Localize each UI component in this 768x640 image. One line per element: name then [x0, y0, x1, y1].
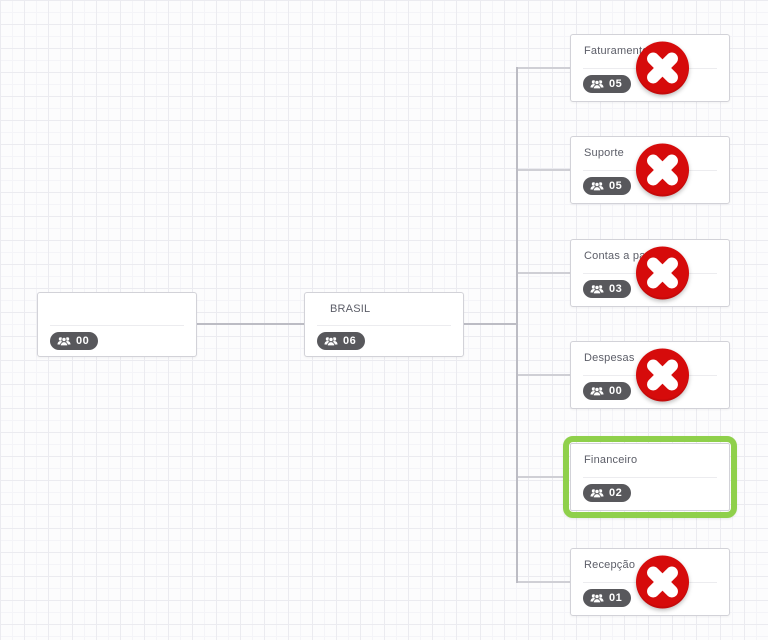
node-title: Faturamento	[584, 45, 649, 57]
node-title: Despesas	[584, 352, 635, 364]
member-count: 00	[76, 334, 90, 347]
org-node-recepcao[interactable]: Recepção 01	[570, 548, 730, 616]
member-count: 05	[609, 180, 623, 192]
users-icon	[590, 284, 604, 294]
connector-trunk-line	[516, 67, 518, 583]
member-count: 03	[609, 283, 623, 295]
member-count-badge: 05	[583, 75, 632, 93]
connector-line	[518, 476, 565, 478]
connector-line	[518, 67, 570, 69]
users-icon	[57, 336, 71, 346]
org-node-contas-a-pagar[interactable]: Contas a pagar 03	[570, 239, 730, 307]
org-node-root[interactable]: 00	[37, 292, 197, 357]
member-count-badge: 06	[317, 331, 366, 350]
users-icon	[590, 79, 604, 89]
users-icon	[590, 181, 604, 191]
node-title: Recepção	[584, 559, 636, 571]
x-icon	[647, 359, 678, 391]
node-divider	[583, 477, 717, 478]
delete-node-button[interactable]	[636, 555, 689, 609]
org-node-brasil[interactable]: BRASIL 06	[304, 292, 464, 357]
connector-line	[518, 374, 570, 376]
x-icon	[647, 52, 678, 84]
org-node-suporte[interactable]: Suporte 05	[570, 136, 730, 204]
member-count-badge: 03	[583, 280, 632, 298]
member-count: 01	[609, 592, 623, 604]
member-count: 06	[343, 334, 357, 347]
org-node-faturamento[interactable]: Faturamento 05	[570, 34, 730, 102]
member-count-badge: 05	[583, 177, 632, 195]
connector-line	[197, 323, 304, 325]
connector-line	[518, 272, 570, 274]
connector-line	[518, 169, 570, 171]
member-count: 00	[609, 385, 623, 397]
delete-node-button[interactable]	[636, 246, 689, 300]
member-count-badge: 00	[50, 331, 99, 350]
users-icon	[590, 593, 604, 603]
member-count: 02	[609, 487, 623, 499]
users-icon	[590, 488, 604, 498]
users-icon	[324, 336, 338, 346]
delete-node-button[interactable]	[636, 348, 689, 402]
node-title: Suporte	[584, 147, 624, 159]
org-node-financeiro[interactable]: Financeiro 02	[570, 443, 730, 511]
delete-node-button[interactable]	[636, 41, 689, 95]
selected-node-highlight: Financeiro 02	[563, 436, 737, 518]
x-icon	[647, 154, 678, 186]
member-count: 05	[609, 78, 623, 90]
node-title: Financeiro	[584, 454, 638, 466]
connector-line	[518, 581, 570, 583]
node-divider	[50, 324, 184, 326]
users-icon	[590, 386, 604, 396]
x-icon	[647, 257, 678, 289]
connector-line	[463, 323, 517, 325]
org-node-despesas[interactable]: Despesas 00	[570, 341, 730, 409]
member-count-badge: 01	[583, 589, 632, 607]
member-count-badge: 00	[583, 382, 632, 400]
node-divider	[317, 324, 451, 326]
node-title: BRASIL	[330, 303, 371, 315]
member-count-badge: 02	[583, 484, 632, 502]
delete-node-button[interactable]	[636, 143, 689, 197]
x-icon	[647, 566, 678, 598]
